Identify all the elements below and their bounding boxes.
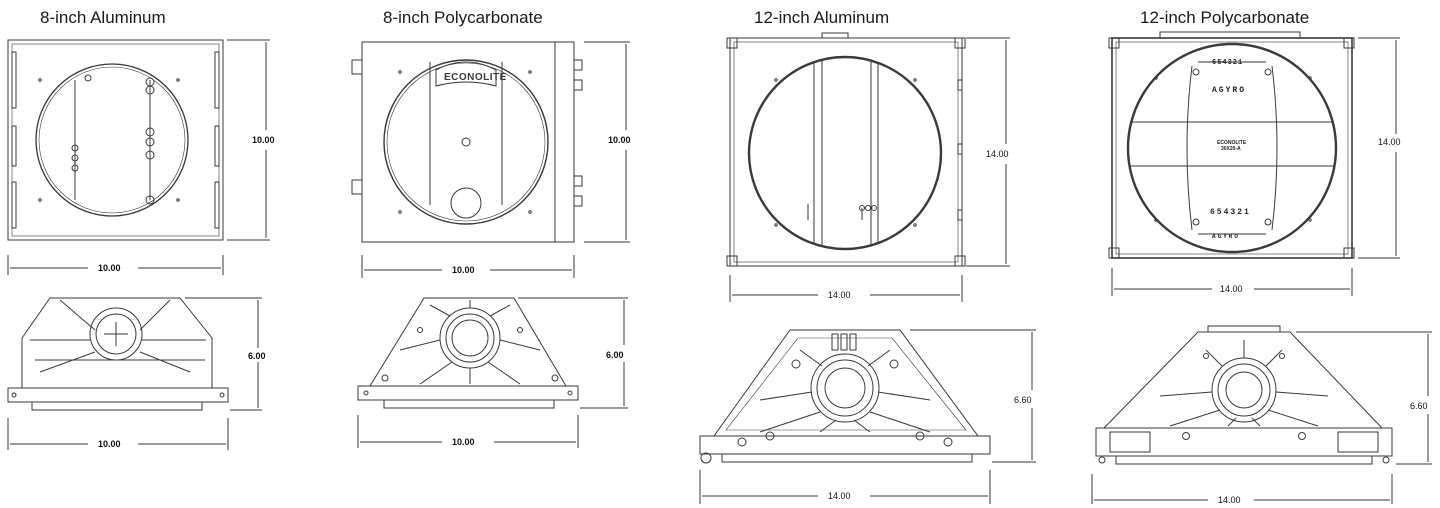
dimension-top-height-8in-polycarbonate [584, 41, 630, 243]
dimension-side-height-8in-polycarbonate [518, 297, 628, 409]
mark-agyro-bottom-12in-polycarbonate: AGYRO [1212, 233, 1240, 240]
dim-label-side-width-8in-aluminum: 10.00 [98, 439, 121, 449]
mark-model-12in-polycarbonate: 30X20-A [1221, 146, 1241, 152]
side-view-12in-aluminum [699, 329, 991, 464]
dim-label-top-height-12in-polycarbonate: 14.00 [1378, 137, 1401, 147]
dim-label-top-height-12in-aluminum: 14.00 [986, 149, 1009, 159]
dimension-top-width-12in-polycarbonate [1111, 268, 1353, 296]
unit-title-8in-polycarbonate: 8-inch Polycarbonate [383, 8, 543, 27]
mark-code-bottom-12in-polycarbonate: 654321 [1210, 208, 1251, 217]
dim-label-top-width-8in-polycarbonate: 10.00 [452, 265, 475, 275]
logo-econolite-8in-polycarbonate: ECONOLITE [444, 72, 507, 83]
dimension-top-width-8in-aluminum [7, 255, 224, 275]
dimension-side-width-8in-polycarbonate [357, 415, 579, 448]
side-view-12in-polycarbonate [1095, 325, 1393, 465]
dimension-side-width-8in-aluminum [7, 418, 229, 450]
mark-brand-12in-polycarbonate: ECONOLITE [1217, 140, 1247, 146]
dim-label-side-height-8in-aluminum: 6.00 [248, 351, 266, 361]
dim-label-top-height-8in-aluminum: 10.00 [252, 135, 275, 145]
top-view-8in-polycarbonate [351, 41, 583, 243]
side-view-8in-aluminum [7, 297, 229, 411]
unit-title-12in-aluminum: 12-inch Aluminum [754, 8, 890, 27]
dim-label-side-width-12in-aluminum: 14.00 [828, 491, 851, 501]
side-view-8in-polycarbonate [357, 297, 579, 409]
unit-title-12in-polycarbonate: 12-inch Polycarbonate [1140, 8, 1310, 27]
dimension-side-width-12in-aluminum [699, 470, 991, 504]
dim-label-side-width-12in-polycarbonate: 14.00 [1218, 495, 1241, 505]
unit-title-8in-aluminum: 8-inch Aluminum [40, 8, 166, 27]
dim-label-top-width-12in-polycarbonate: 14.00 [1220, 284, 1243, 294]
dimension-top-height-12in-aluminum [966, 37, 1010, 267]
dim-label-side-height-12in-polycarbonate: 6.60 [1410, 401, 1428, 411]
dimension-top-width-8in-polycarbonate [361, 255, 575, 278]
dimension-top-height-12in-polycarbonate [1358, 37, 1400, 259]
mark-code-top-12in-polycarbonate: 654321 [1212, 59, 1243, 67]
top-view-8in-aluminum [7, 39, 224, 241]
top-view-12in-polycarbonate [1108, 31, 1355, 259]
dim-label-top-width-8in-aluminum: 10.00 [98, 263, 121, 273]
dim-label-side-width-8in-polycarbonate: 10.00 [452, 437, 475, 447]
dimension-top-width-12in-aluminum [729, 275, 963, 302]
dim-label-top-width-12in-aluminum: 14.00 [828, 290, 851, 300]
dim-label-side-height-12in-aluminum: 6.60 [1014, 395, 1032, 405]
dim-label-top-height-8in-polycarbonate: 10.00 [608, 135, 631, 145]
dim-label-side-height-8in-polycarbonate: 6.00 [606, 350, 624, 360]
dimension-side-height-8in-aluminum [185, 297, 262, 411]
dimension-side-height-12in-polycarbonate [1296, 331, 1432, 465]
dimension-side-height-12in-aluminum [910, 329, 1036, 463]
mark-agyro-top-12in-polycarbonate: AGYRO [1212, 86, 1246, 95]
top-view-12in-aluminum [726, 32, 966, 267]
dimension-side-width-12in-polycarbonate [1091, 474, 1393, 504]
dimension-top-height-8in-aluminum [227, 39, 270, 241]
